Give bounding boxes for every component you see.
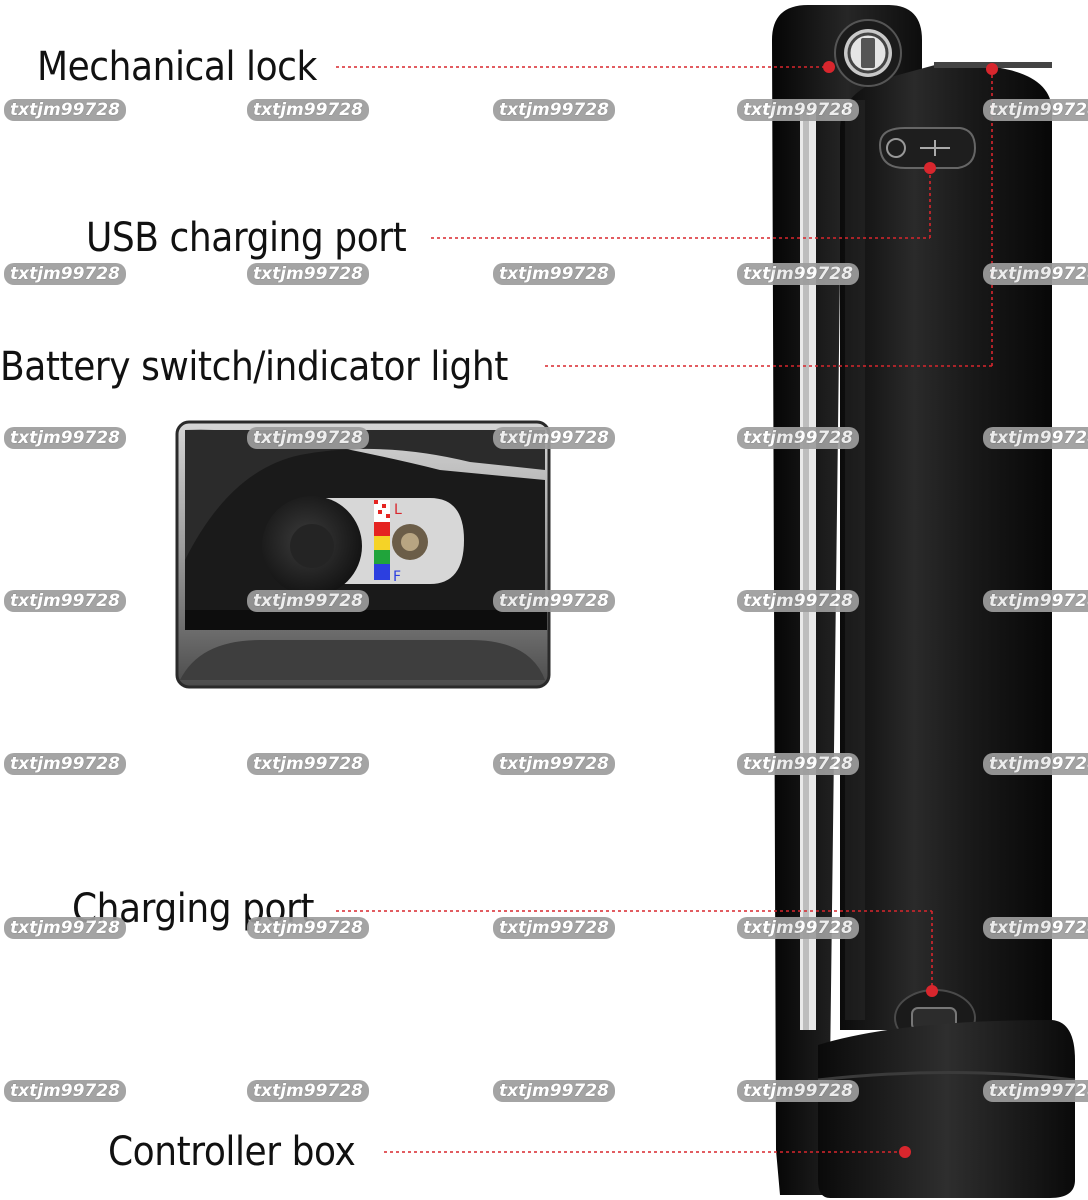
watermark-text: txtjm99728 bbox=[4, 427, 126, 449]
callout-dot-usb bbox=[924, 162, 936, 174]
watermark-text: txtjm99728 bbox=[737, 590, 859, 612]
watermark-text: txtjm99728 bbox=[737, 753, 859, 775]
watermark-text: txtjm99728 bbox=[983, 1080, 1088, 1102]
label-battery-switch: Battery switch/indicator light bbox=[0, 344, 508, 390]
callout-dot-lock bbox=[823, 61, 835, 73]
watermark-text: txtjm99728 bbox=[737, 99, 859, 121]
watermark-text: txtjm99728 bbox=[4, 590, 126, 612]
watermark-text: txtjm99728 bbox=[737, 917, 859, 939]
callout-dot-charging bbox=[926, 985, 938, 997]
watermark-text: txtjm99728 bbox=[983, 917, 1088, 939]
inset-letter-bottom: F bbox=[393, 569, 401, 585]
watermark-text: txtjm99728 bbox=[4, 99, 126, 121]
indicator-color-strip bbox=[374, 500, 390, 580]
callout-dot-controller bbox=[899, 1146, 911, 1158]
label-controller-box: Controller box bbox=[108, 1129, 356, 1175]
battery-body bbox=[840, 64, 1052, 1030]
watermark-text: txtjm99728 bbox=[983, 590, 1088, 612]
watermark-text: txtjm99728 bbox=[493, 99, 615, 121]
label-mechanical-lock: Mechanical lock bbox=[37, 44, 317, 90]
watermark-text: txtjm99728 bbox=[493, 1080, 615, 1102]
watermark-text: txtjm99728 bbox=[493, 917, 615, 939]
watermark-text: txtjm99728 bbox=[493, 427, 615, 449]
watermark-text: txtjm99728 bbox=[247, 263, 369, 285]
watermark-text: txtjm99728 bbox=[737, 1080, 859, 1102]
watermark-text: txtjm99728 bbox=[737, 427, 859, 449]
watermark-text: txtjm99728 bbox=[247, 427, 369, 449]
watermark-text: txtjm99728 bbox=[493, 263, 615, 285]
watermark-text: txtjm99728 bbox=[4, 1080, 126, 1102]
switch-closeup-inset: L F bbox=[175, 420, 551, 689]
watermark-text: txtjm99728 bbox=[737, 263, 859, 285]
watermark-text: txtjm99728 bbox=[247, 99, 369, 121]
watermark-text: txtjm99728 bbox=[247, 1080, 369, 1102]
inset-letter-top: L bbox=[394, 502, 402, 518]
watermark-text: txtjm99728 bbox=[247, 753, 369, 775]
watermark-text: txtjm99728 bbox=[493, 753, 615, 775]
watermark-text: txtjm99728 bbox=[983, 427, 1088, 449]
watermark-text: txtjm99728 bbox=[983, 753, 1088, 775]
watermark-text: txtjm99728 bbox=[983, 263, 1088, 285]
callout-dot-switch bbox=[986, 63, 998, 75]
watermark-text: txtjm99728 bbox=[493, 590, 615, 612]
controller-base bbox=[818, 1020, 1075, 1198]
watermark-text: txtjm99728 bbox=[983, 99, 1088, 121]
watermark-text: txtjm99728 bbox=[247, 917, 369, 939]
watermark-text: txtjm99728 bbox=[4, 263, 126, 285]
watermark-text: txtjm99728 bbox=[247, 590, 369, 612]
watermark-text: txtjm99728 bbox=[4, 917, 126, 939]
label-usb-charging-port: USB charging port bbox=[86, 215, 407, 261]
watermark-text: txtjm99728 bbox=[4, 753, 126, 775]
